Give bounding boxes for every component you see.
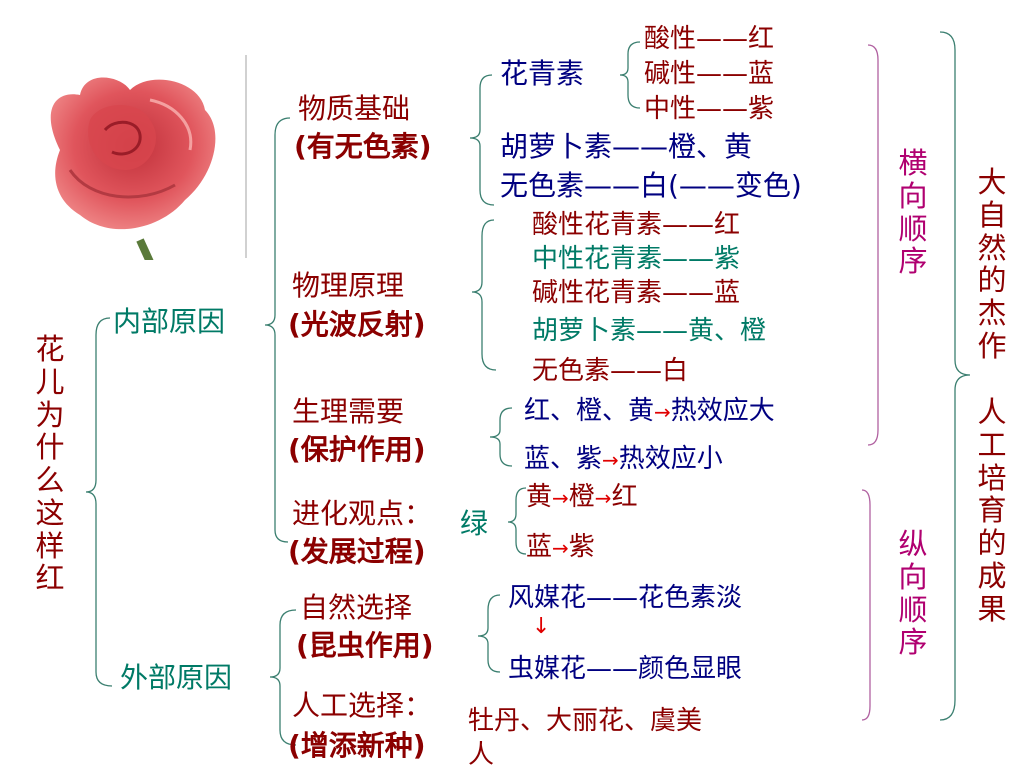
vertical-order-label: 纵向顺序 bbox=[898, 527, 928, 660]
rose-image bbox=[50, 77, 216, 260]
horizontal-order-label: 横向顺序 bbox=[898, 146, 928, 279]
wind-pollinated-line: 风媒花——花色素淡 bbox=[508, 583, 743, 613]
purple-label: 紫 bbox=[568, 532, 595, 562]
warm-colors: 红、橙、黄 bbox=[524, 396, 655, 426]
evolution-title: 进化观点： bbox=[292, 497, 433, 530]
artificial-examples-line-1: 牡丹、大丽花、虞美 bbox=[468, 706, 703, 736]
evolution-line-2: 蓝→紫 bbox=[526, 534, 595, 560]
physio-line-1: 红、橙、黄→热效应大 bbox=[524, 398, 775, 424]
colorless-line: 无色素——白(——变色) bbox=[500, 169, 802, 202]
physics-item-2: 中性花青素——紫 bbox=[532, 244, 741, 274]
red-label: 红 bbox=[611, 482, 638, 512]
material-basis-sub: (有无色素) bbox=[294, 130, 432, 163]
physics-item-4: 胡萝卜素——黄、橙 bbox=[532, 316, 767, 346]
orange-label: 橙 bbox=[568, 482, 595, 512]
material-basis-title: 物质基础 bbox=[298, 92, 411, 125]
evolution-line-1: 黄→橙→红 bbox=[526, 484, 638, 510]
arrow-icon: → bbox=[602, 448, 619, 472]
artificial-selection-title: 人工选择： bbox=[292, 689, 433, 722]
arrow-icon: → bbox=[552, 486, 569, 510]
external-cause-label: 外部原因 bbox=[120, 661, 233, 694]
root-title: 花儿为什么这样红 bbox=[35, 332, 65, 596]
artificial-selection-sub: (增添新种) bbox=[288, 729, 426, 762]
alkali-blue: 碱性——蓝 bbox=[644, 59, 775, 89]
physics-item-3: 碱性花青素——蓝 bbox=[532, 278, 741, 308]
down-arrow-icon: ↓ bbox=[532, 614, 551, 639]
physics-item-5: 无色素——白 bbox=[532, 356, 689, 386]
cool-colors: 蓝、紫 bbox=[524, 444, 603, 474]
physics-title: 物理原理 bbox=[292, 269, 405, 302]
insect-pollinated-line: 虫媒花——颜色显眼 bbox=[508, 654, 743, 684]
neutral-purple: 中性——紫 bbox=[644, 94, 775, 124]
internal-cause-label: 内部原因 bbox=[113, 305, 226, 338]
green-label: 绿 bbox=[460, 507, 489, 540]
human-cultivation-label: 人工培育的成果 bbox=[977, 395, 1007, 626]
natural-selection-title: 自然选择 bbox=[300, 591, 413, 624]
evolution-sub: (发展过程) bbox=[288, 535, 426, 568]
acid-red: 酸性——红 bbox=[644, 24, 775, 54]
yellow-label: 黄 bbox=[526, 482, 553, 512]
arrow-icon: → bbox=[594, 486, 612, 510]
anthocyanin-label: 花青素 bbox=[500, 57, 585, 90]
physics-sub: (光波反射) bbox=[288, 308, 426, 341]
heat-small: 热效应小 bbox=[618, 444, 723, 474]
physio-sub: (保护作用) bbox=[288, 433, 426, 466]
carotene-line: 胡萝卜素——橙、黄 bbox=[500, 130, 753, 163]
arrow-icon: → bbox=[552, 536, 569, 560]
heat-large: 热效应大 bbox=[670, 396, 775, 426]
artificial-examples-line-2: 人 bbox=[468, 740, 495, 770]
physio-title: 生理需要 bbox=[292, 395, 405, 428]
arrow-icon: → bbox=[654, 400, 671, 424]
physio-line-2: 蓝、紫→热效应小 bbox=[524, 446, 723, 472]
physics-item-1: 酸性花青素——红 bbox=[532, 210, 741, 240]
natural-selection-sub: (昆虫作用) bbox=[296, 629, 434, 662]
nature-masterpiece-label: 大自然的杰作 bbox=[977, 165, 1007, 363]
blue-label: 蓝 bbox=[526, 532, 553, 562]
